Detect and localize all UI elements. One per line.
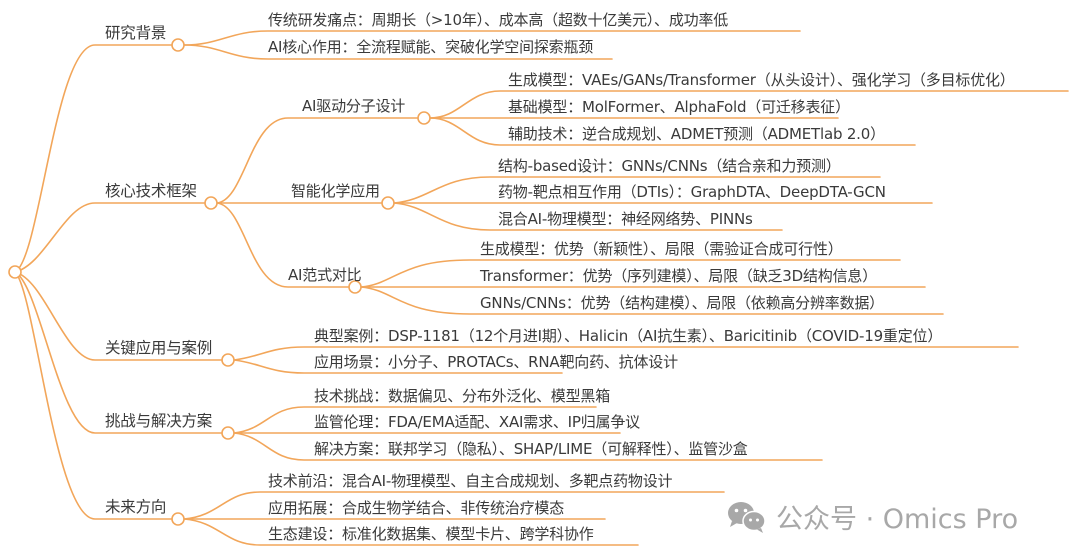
- node-collapse-toggle: [171, 512, 185, 526]
- branch-key-applications[interactable]: 关键应用与案例: [105, 339, 213, 357]
- branch-core-framework[interactable]: 核心技术框架: [105, 182, 197, 200]
- node-structure-based-design[interactable]: 结构-based设计：GNNs/CNNs（结合亲和力预测）: [498, 157, 841, 175]
- node-collapse-toggle: [381, 196, 395, 210]
- node-ai-core-role[interactable]: AI核心作用：全流程赋能、突破化学空间探索瓶颈: [268, 38, 594, 56]
- node-ai-molecular-design[interactable]: AI驱动分子设计: [302, 97, 406, 115]
- wechat-icon: [728, 501, 766, 533]
- node-foundation-models[interactable]: 基础模型：MolFormer、AlphaFold（可迁移表征）: [508, 98, 850, 116]
- node-collapse-toggle: [204, 196, 218, 210]
- node-hybrid-ai-physics[interactable]: 混合AI-物理模型：神经网络势、PINNs: [498, 210, 753, 228]
- watermark: 公众号 · Omics Pro: [726, 497, 1018, 536]
- node-tech-frontier[interactable]: 技术前沿：混合AI-物理模型、自主合成规划、多靶点药物设计: [268, 472, 673, 490]
- node-application-expansion[interactable]: 应用拓展：合成生物学结合、非传统治疗模态: [268, 499, 565, 517]
- watermark-text: 公众号 · Omics Pro: [776, 504, 1019, 535]
- node-collapse-toggle: [348, 280, 362, 294]
- node-generative-comparison[interactable]: 生成模型：优势（新颖性）、局限（需验证合成可行性）: [480, 240, 843, 258]
- branch-future-directions[interactable]: 未来方向: [105, 498, 167, 516]
- node-generative-models[interactable]: 生成模型：VAEs/GANs/Transformer（从头设计）、强化学习（多目…: [508, 71, 1015, 89]
- node-auxiliary-tech[interactable]: 辅助技术：逆合成规划、ADMET预测（ADMETlab 2.0）: [508, 125, 885, 143]
- branch-challenges-solutions[interactable]: 挑战与解决方案: [105, 412, 213, 430]
- node-collapse-toggle: [221, 426, 235, 440]
- node-regulatory-ethics[interactable]: 监管伦理：FDA/EMA适配、XAI需求、IP归属争议: [314, 413, 640, 431]
- node-collapse-toggle: [221, 353, 235, 367]
- node-ecosystem-building[interactable]: 生态建设：标准化数据集、模型卡片、跨学科协作: [268, 525, 594, 543]
- node-transformer-comparison[interactable]: Transformer：优势（序列建模）、局限（缺乏3D结构信息）: [480, 267, 878, 285]
- node-dti[interactable]: 药物-靶点相互作用（DTIs）：GraphDTA、DeepDTA-GCN: [498, 183, 886, 201]
- root-node: [8, 265, 22, 279]
- node-solutions[interactable]: 解决方案：联邦学习（隐私）、SHAP/LIME（可解释性）、监管沙盒: [314, 440, 748, 458]
- node-typical-cases[interactable]: 典型案例：DSP-1181（12个月进I期）、Halicin（AI抗生素）、Ba…: [314, 327, 943, 345]
- node-collapse-toggle: [171, 38, 185, 52]
- node-traditional-pain-points[interactable]: 传统研发痛点：周期长（>10年）、成本高（超数十亿美元）、成功率低: [268, 11, 729, 29]
- node-technical-challenges[interactable]: 技术挑战：数据偏见、分布外泛化、模型黑箱: [314, 387, 611, 405]
- node-ai-paradigm-comparison[interactable]: AI范式对比: [288, 266, 362, 284]
- node-gnn-cnn-comparison[interactable]: GNNs/CNNs：优势（结构建模）、局限（依赖高分辨率数据）: [480, 294, 884, 312]
- node-application-scenarios[interactable]: 应用场景：小分子、PROTACs、RNA靶向药、抗体设计: [314, 353, 678, 371]
- node-intelligent-chemistry[interactable]: 智能化学应用: [291, 182, 380, 200]
- node-collapse-toggle: [417, 111, 431, 125]
- branch-research-background[interactable]: 研究背景: [105, 24, 167, 42]
